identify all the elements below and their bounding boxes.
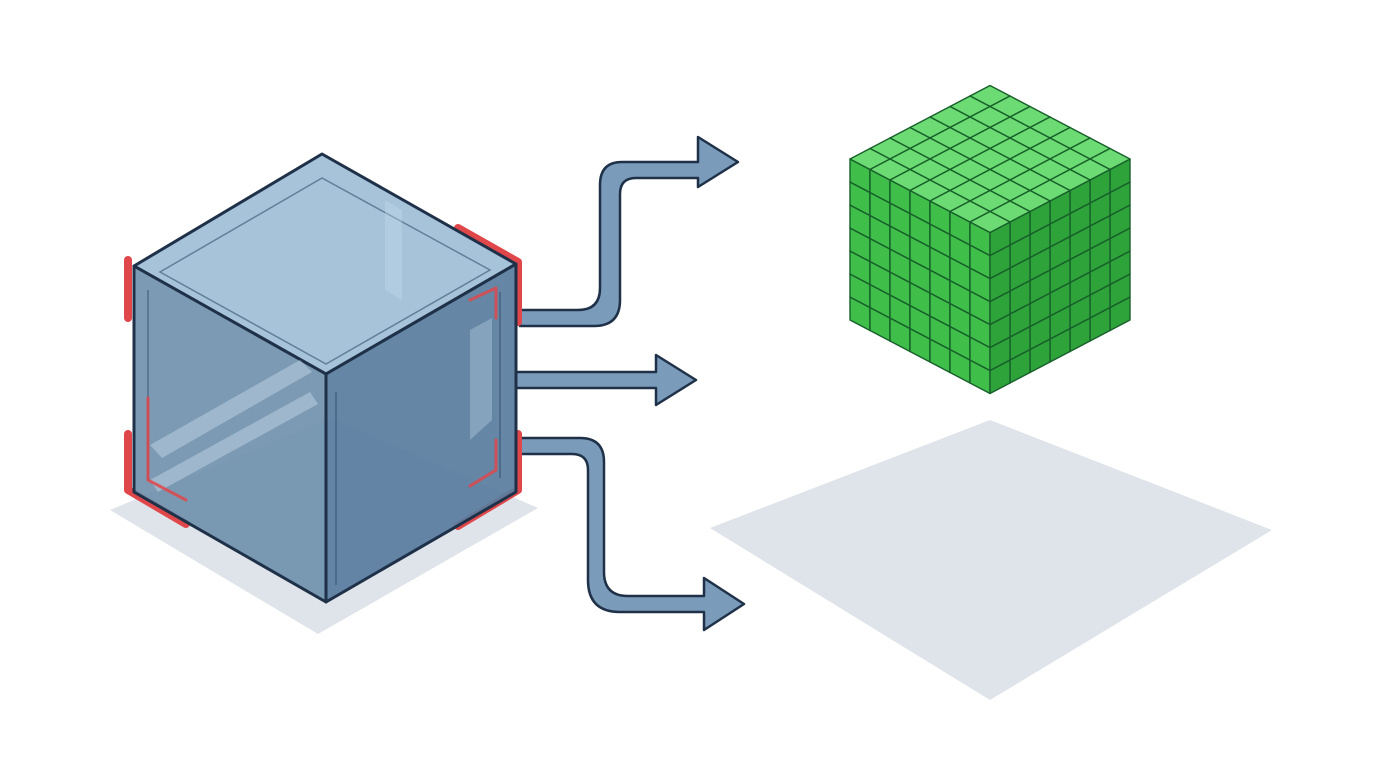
glass-reflection (385, 200, 402, 300)
arrow-right-icon (514, 353, 698, 407)
glass-cube-right-face (324, 262, 518, 604)
voxel-top-face (969, 210, 1011, 234)
corner-accent (454, 224, 522, 326)
corner-accent (468, 438, 498, 488)
voxel-cube (969, 210, 1011, 257)
glass-reflection (150, 392, 318, 492)
arrow-right-icon (518, 436, 746, 632)
voxel-grid-shadow (710, 420, 1272, 700)
voxel-grid-icon (849, 84, 1131, 395)
glass-reflection (150, 360, 312, 458)
corner-accent (468, 286, 498, 320)
glass-inner-edge (158, 177, 492, 365)
glass-reflection (470, 318, 492, 440)
corner-accent (146, 396, 188, 502)
corner-accent (124, 430, 190, 528)
glass-cube-icon (124, 152, 522, 604)
arrow-right-icon (518, 135, 740, 328)
arrow-group (514, 135, 746, 632)
